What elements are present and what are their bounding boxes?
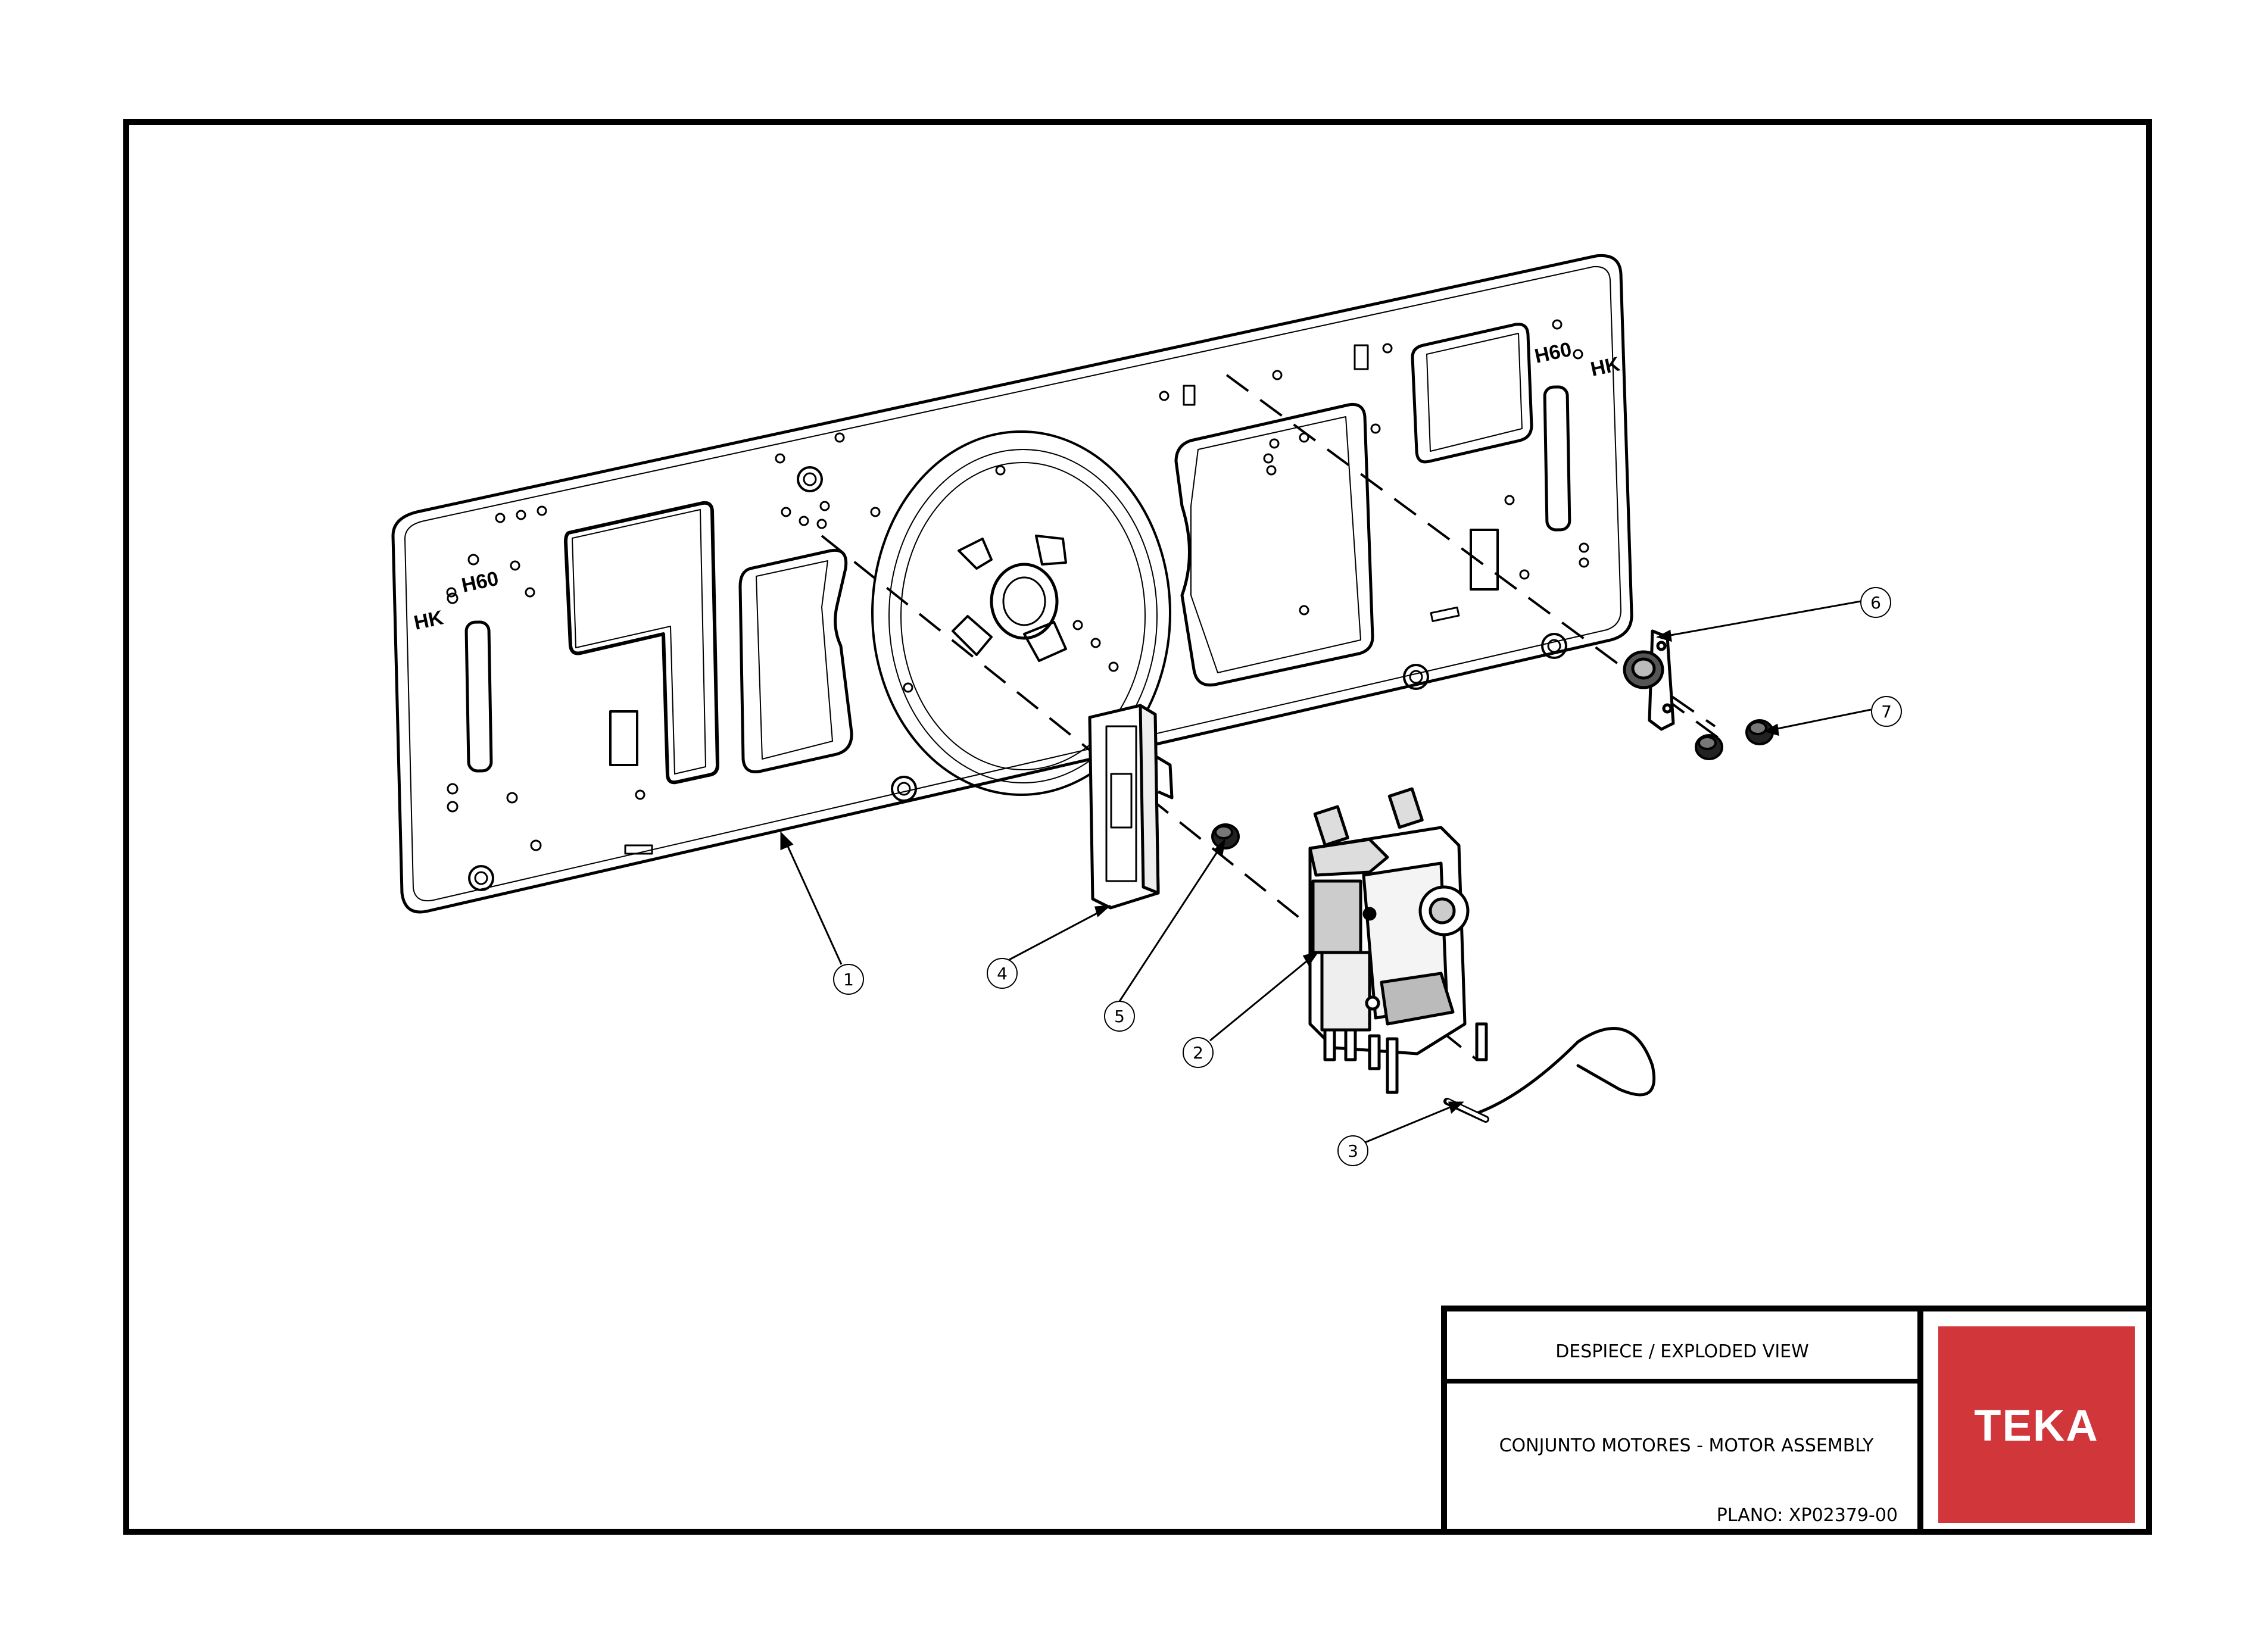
assembly-name: CONJUNTO MOTORES - MOTOR ASSEMBLY [1499,1435,1874,1456]
svg-text:4: 4 [997,964,1008,983]
screw-5 [1211,823,1240,850]
plate-cutout-right [1411,323,1533,464]
plate-cutout-center-left [738,548,853,774]
leader-lines [780,600,1872,1144]
svg-text:3: 3 [1348,1141,1358,1161]
left-code-mark: HK [412,606,445,634]
svg-text:6: 6 [1870,593,1881,613]
callout-1: 1 [833,964,864,995]
callout-4: 4 [987,958,1018,989]
right-model-mark: H60 [1533,338,1574,368]
brand-logo-text: TEKA [1974,1401,2098,1450]
svg-text:5: 5 [1114,1007,1125,1026]
plate-cutout-center-right [1174,402,1374,687]
svg-text:1: 1 [843,970,854,989]
left-model-mark: H60 [460,567,501,597]
callout-5: 5 [1104,1001,1135,1032]
back-plate [391,254,1633,914]
callout-balloons: 1 4 5 2 3 6 7 [833,587,1902,1166]
brand-logo-box [1938,1326,2135,1523]
title-block: DESPIECE / EXPLODED VIEW CONJUNTO MOTORE… [1441,1306,2152,1535]
plate-cutout-left [564,501,719,785]
callout-3: 3 [1337,1135,1368,1166]
drawing-frame [123,119,2152,1535]
view-title: DESPIECE / EXPLODED VIEW [1555,1341,1809,1362]
thermostat [1623,629,1675,731]
svg-text:2: 2 [1193,1043,1203,1063]
right-code-mark: HK [1589,352,1622,380]
callout-7: 7 [1871,696,1902,727]
callout-2: 2 [1183,1037,1214,1068]
screws-7 [1695,719,1774,760]
fan-recess [871,430,1171,796]
plan-number: PLANO: XP02379-00 [1717,1505,1898,1526]
motor-bracket [1088,704,1174,910]
svg-text:7: 7 [1881,702,1892,722]
fan-motor [1308,787,1488,1094]
callout-6: 6 [1860,587,1891,618]
